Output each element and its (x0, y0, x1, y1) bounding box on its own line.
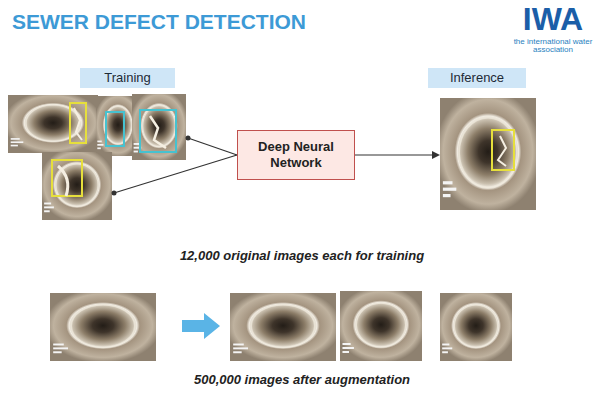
block-arrow (182, 313, 220, 339)
caption-note: 500,000 images after augmentation (0, 372, 604, 388)
caption-note: 12,000 original images each for training (0, 248, 604, 264)
connector-line (355, 154, 434, 155)
logo-text: IWA (508, 2, 598, 37)
sewer-image (132, 94, 186, 160)
connector-line (188, 138, 237, 155)
detection-box (52, 160, 82, 196)
sewer-image (340, 291, 422, 361)
sewer-image (440, 98, 536, 210)
sewer-image (230, 293, 336, 361)
detection-box (106, 112, 124, 146)
crack (74, 108, 82, 140)
detection-box (70, 103, 86, 143)
sewer-image (50, 293, 156, 361)
logo-subtitle: the international water association (508, 38, 598, 55)
node-text: Inference (434, 70, 520, 86)
node-text: Deep Neural Network (246, 139, 346, 172)
title: SEWER DEFECT DETECTION (12, 10, 306, 34)
crack (150, 116, 166, 148)
crack (498, 136, 506, 166)
connector-line (114, 155, 237, 193)
sewer-image (42, 152, 112, 220)
process-box: Deep Neural Network (237, 130, 355, 181)
crack (58, 166, 68, 196)
sewer-image (8, 95, 98, 153)
detection-box (492, 130, 514, 170)
node-text: Training (86, 70, 169, 86)
arrowhead (432, 151, 440, 159)
detection-box (140, 110, 176, 152)
sewer-image (440, 293, 512, 361)
stage-band: Inference (428, 68, 526, 88)
stage-band: Training (80, 68, 175, 88)
